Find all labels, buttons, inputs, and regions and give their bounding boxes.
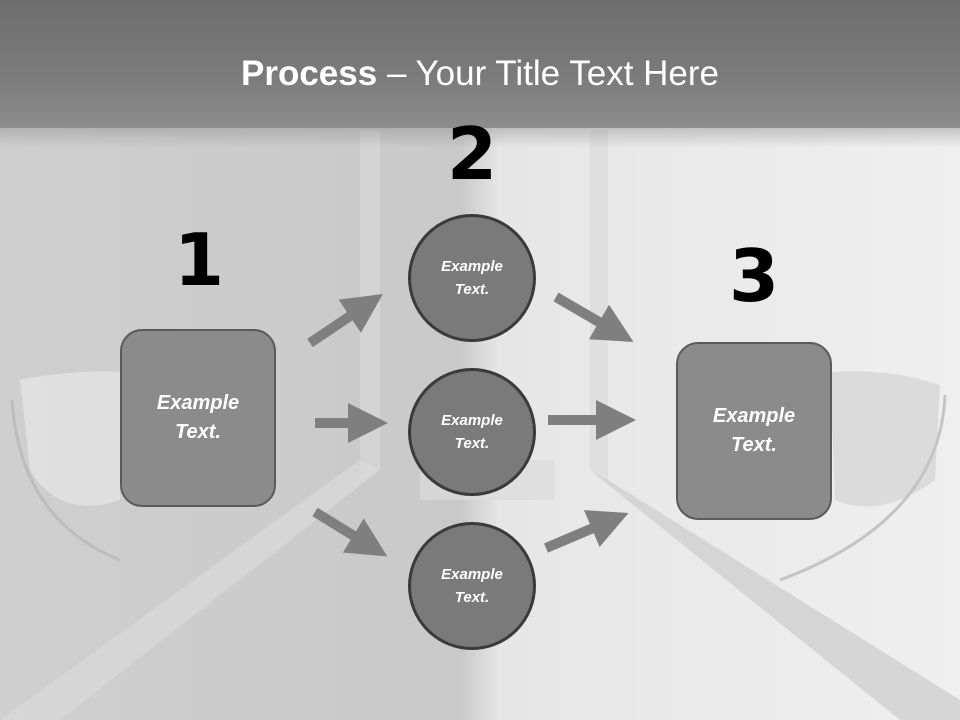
arrow-circle-top-to-3 [553, 292, 634, 343]
step-3-box: Example Text. [676, 342, 832, 520]
arrow-1-to-circle-top [307, 293, 383, 348]
step-2-circle-middle: Example Text. [408, 368, 536, 496]
circle-bottom-text-line2: Text. [454, 589, 490, 606]
step-number-3: 3 [728, 234, 780, 318]
step-1-box: Example Text. [120, 329, 276, 507]
step-number-1: 1 [173, 218, 225, 302]
arrow-1-to-circle-bottom [312, 507, 388, 557]
step-2-circle-top: Example Text. [408, 214, 536, 342]
circle-middle-text-line1: Example [441, 412, 503, 429]
circle-bottom-text-line1: Example [441, 566, 503, 583]
title-bar-fade [0, 120, 960, 148]
circle-top-text-line2: Text. [454, 281, 490, 298]
circle-top-text-line1: Example [441, 258, 503, 275]
step-1-text-line2: Text. [175, 421, 221, 443]
step-number-2: 2 [446, 112, 498, 196]
title-bold: Process [241, 54, 378, 93]
circle-middle-text-line2: Text. [454, 435, 490, 452]
title-rest: – Your Title Text Here [377, 54, 719, 93]
title-bar [0, 0, 960, 128]
step-3-text-line1: Example [712, 405, 796, 427]
step-3-text-line2: Text. [731, 434, 777, 456]
step-2-circle-bottom: Example Text. [408, 522, 536, 650]
arrow-circle-bottom-to-3 [544, 510, 629, 553]
step-1-text-line1: Example [156, 392, 240, 414]
slide-title: Process – Your Title Text Here [0, 52, 960, 96]
